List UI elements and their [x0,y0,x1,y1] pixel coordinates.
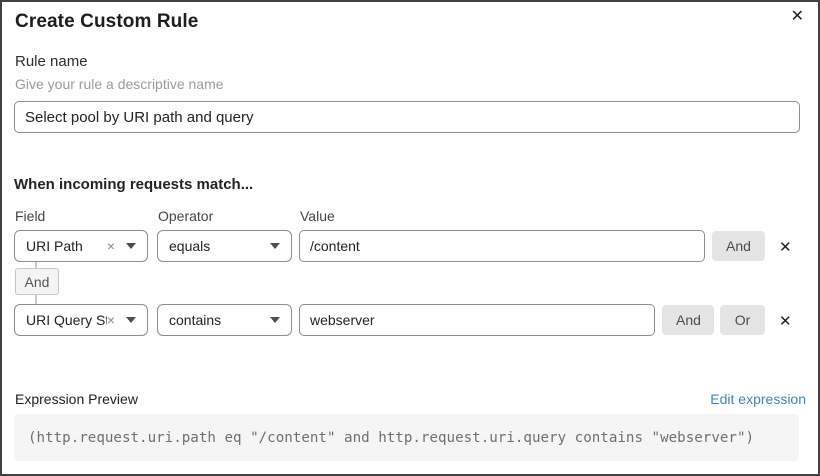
and-connector-badge: And [15,268,59,295]
value-input-row1[interactable] [299,230,705,262]
expression-preview-code: (http.request.uri.path eq "/content" and… [14,414,799,461]
caret-down-icon [126,243,136,249]
caret-down-icon [126,317,136,323]
column-header-value: Value [300,208,335,224]
remove-condition-icon[interactable]: ✕ [779,239,792,256]
match-section-heading: When incoming requests match... [14,176,254,193]
operator-select-row1-value: equals [169,238,211,254]
value-input-row2[interactable] [299,304,655,336]
field-select-row1-value: URI Path [26,238,83,254]
field-select-row2-value: URI Query St... [26,312,107,328]
operator-select-row2-value: contains [169,312,222,328]
field-select-row2[interactable]: URI Query St... × [14,304,148,336]
edit-expression-link[interactable]: Edit expression [710,391,806,407]
and-button-row2[interactable]: And [662,305,714,335]
operator-select-row1[interactable]: equals [157,230,292,262]
connector-line [35,295,37,304]
operator-select-row2[interactable]: contains [157,304,292,336]
or-button-row2[interactable]: Or [720,305,765,335]
rule-name-helper: Give your rule a descriptive name [15,76,224,92]
clear-icon[interactable]: × [106,312,115,328]
column-header-field: Field [15,208,46,224]
expression-preview-label: Expression Preview [15,391,138,407]
connector-line [35,262,37,268]
caret-down-icon [270,243,280,249]
clear-icon[interactable]: × [106,238,115,254]
column-header-operator: Operator [158,208,214,224]
rule-name-input[interactable] [14,101,800,133]
and-button-row1[interactable]: And [712,231,765,261]
remove-condition-icon[interactable]: ✕ [779,313,792,330]
close-icon[interactable]: ✕ [790,8,804,25]
caret-down-icon [270,317,280,323]
rule-name-label: Rule name [15,53,88,70]
dialog-title: Create Custom Rule [15,11,199,32]
field-select-row1[interactable]: URI Path × [14,230,148,262]
